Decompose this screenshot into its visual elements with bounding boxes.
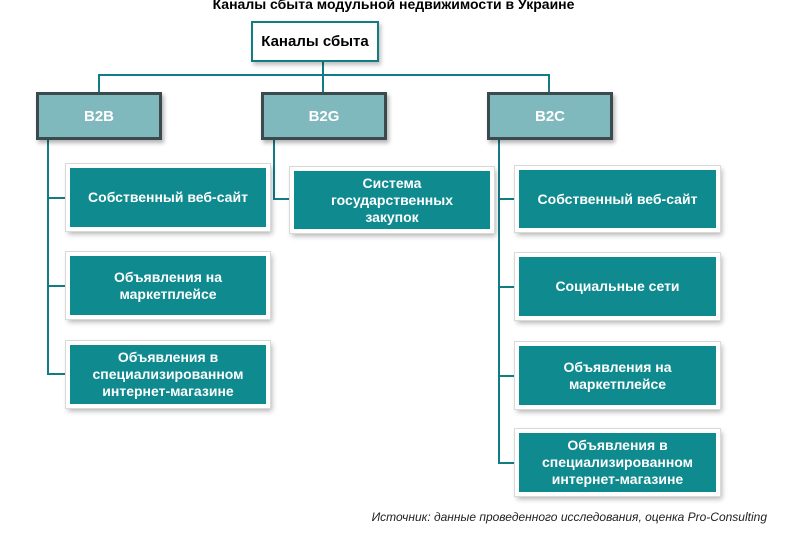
b2c-item-marketplace: Объявления на маркетплейсе: [514, 341, 721, 410]
b2b-item-marketplace-label: Объявления на маркетплейсе: [113, 268, 222, 302]
b2c-item-social-networks: Социальные сети: [514, 252, 721, 321]
category-b2c-label: B2C: [534, 107, 565, 125]
b2b-item-own-website-label: Собственный веб-сайт: [88, 189, 248, 205]
connector-to-b2b: [98, 74, 100, 92]
connector-b2c-item-1: [498, 198, 516, 200]
connector-b2c-item-3: [498, 375, 516, 377]
category-b2g-label: B2G: [308, 107, 340, 125]
root-node-label: Каналы сбыта: [261, 33, 369, 50]
b2c-item-specialized-store: Объявления в специализированном интернет…: [514, 428, 721, 497]
diagram-title: Каналы сбыта модульной недвижимости в Ук…: [212, 0, 575, 12]
b2g-item-procurement: Система государственных закупок: [289, 166, 495, 234]
b2b-item-specialized-store: Объявления в специализированном интернет…: [65, 340, 271, 409]
connector-b2b-item-1: [47, 197, 67, 199]
connector-b2c-spine: [498, 140, 500, 464]
category-b2b: B2B: [36, 92, 162, 140]
b2g-item-procurement-label: Система государственных закупок: [331, 174, 453, 225]
b2b-item-specialized-store-label: Объявления в специализированном интернет…: [92, 349, 244, 399]
connector-to-b2c: [548, 74, 550, 92]
b2b-item-own-website: Собственный веб-сайт: [65, 163, 271, 232]
connector-b2c-item-4: [498, 462, 516, 464]
category-b2b-label: B2B: [83, 107, 114, 125]
connector-b2b-spine: [47, 140, 49, 375]
connector-to-b2g: [322, 74, 324, 92]
connector-b2b-item-2: [47, 285, 67, 287]
category-b2c: B2C: [487, 92, 613, 140]
connector-b2c-item-2: [498, 286, 516, 288]
connector-b2b-item-3: [47, 373, 67, 375]
b2c-item-own-website: Собственный веб-сайт: [514, 165, 721, 233]
category-b2g: B2G: [261, 92, 387, 140]
connector-horizontal-bus: [98, 74, 550, 76]
b2b-item-marketplace: Объявления на маркетплейсе: [65, 251, 271, 320]
b2c-item-own-website-label: Собственный веб-сайт: [537, 190, 698, 207]
root-node: Каналы сбыта: [251, 21, 379, 62]
b2c-item-marketplace-label: Объявления на маркетплейсе: [563, 358, 672, 392]
connector-root-down: [322, 62, 324, 75]
connector-b2g-spine: [273, 140, 275, 200]
connector-b2g-item-1: [273, 198, 291, 200]
source-note: Источник: данные проведенного исследован…: [371, 510, 767, 524]
b2c-item-specialized-store-label: Объявления в специализированном интернет…: [541, 437, 694, 487]
b2c-item-social-networks-label: Социальные сети: [555, 278, 680, 294]
